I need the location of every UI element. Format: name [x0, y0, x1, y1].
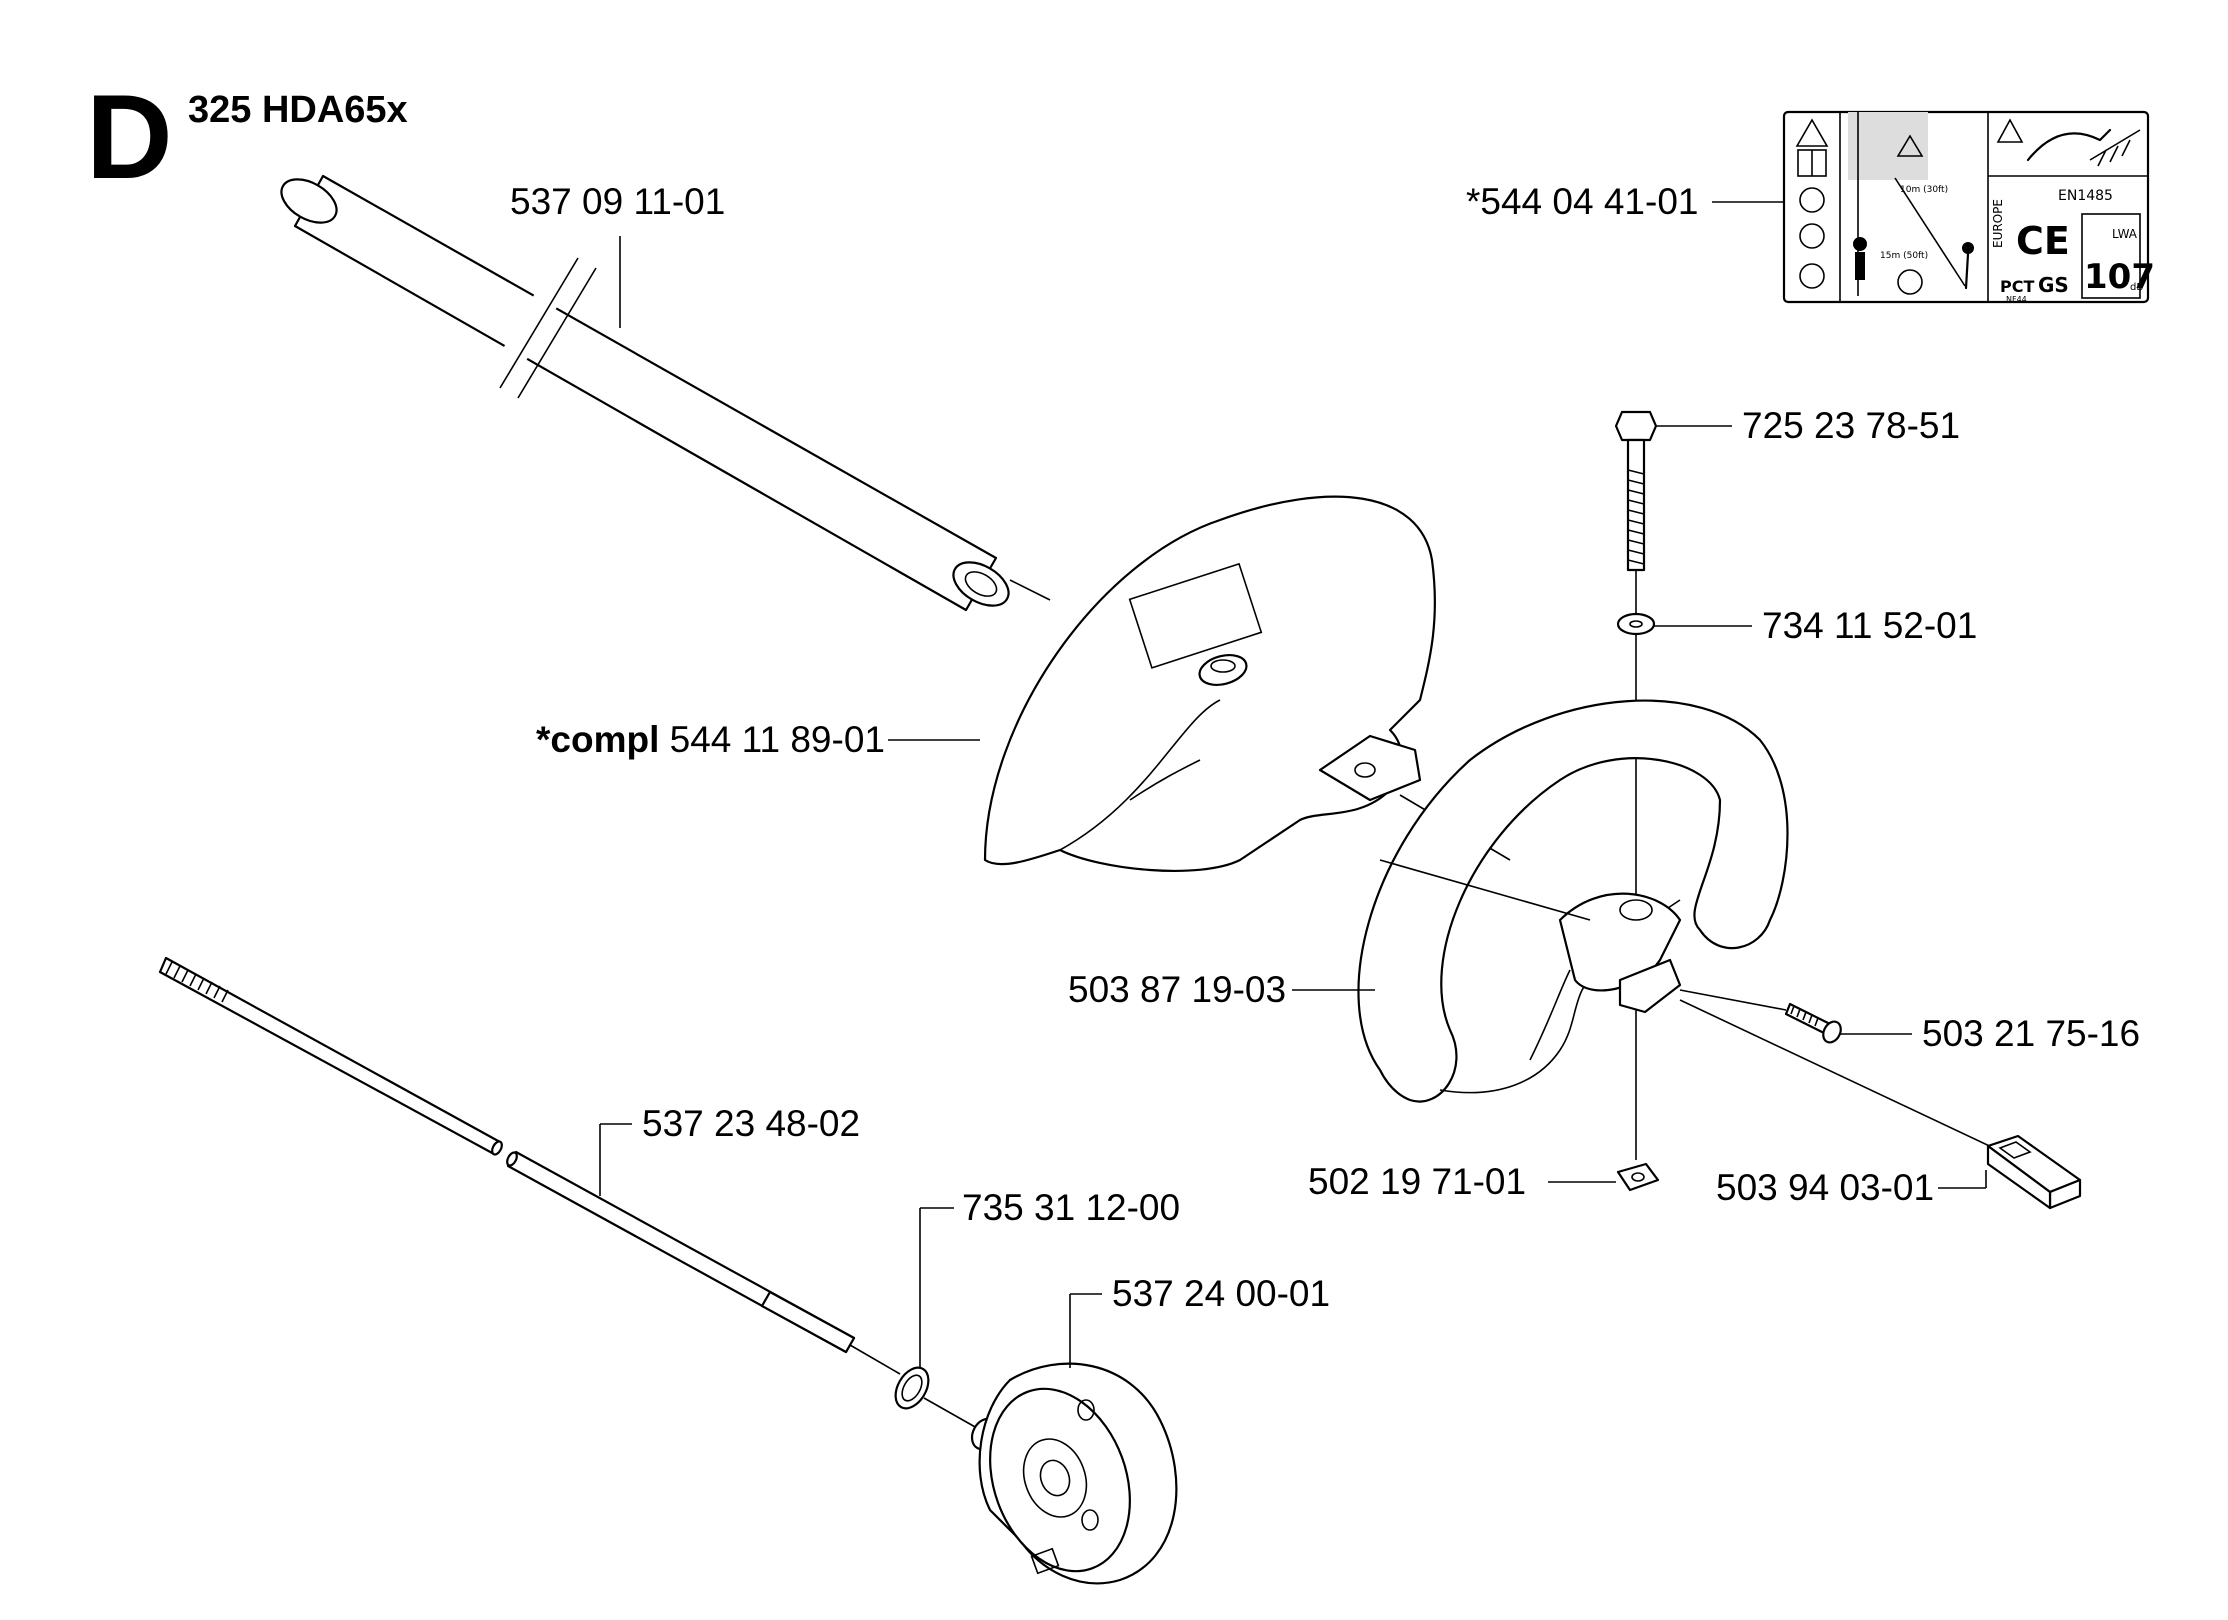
clip: [1679, 999, 2082, 1210]
svg-text:LWA: LWA: [2112, 227, 2138, 241]
svg-text:dB: dB: [2130, 282, 2143, 293]
washer-part-number: 734 11 52-01: [1762, 605, 1977, 646]
hand-icon: [2026, 128, 2112, 162]
svg-text:EN1485: EN1485: [2058, 188, 2113, 204]
o-ring-part-number: 735 31 12-00: [962, 1187, 1180, 1228]
drive-shaft-callout: 537 23 48-02: [599, 1103, 860, 1196]
person-icon: [1853, 237, 1867, 251]
clip-part-number: 503 94 03-01: [1716, 1167, 1934, 1208]
screw-callout: 503 21 75-16: [1840, 1013, 2140, 1054]
warning-triangle-icon: [1795, 118, 1829, 147]
svg-text:*compl 544 11 89-01: *compl 544 11 89-01: [536, 719, 885, 760]
drive-shaft-part-number: 537 23 48-02: [642, 1103, 860, 1144]
bolt-part-number: 725 23 78-51: [1742, 405, 1960, 446]
guard-callout: *compl 544 11 89-01: [536, 719, 980, 760]
o-ring-callout: 735 31 12-00: [919, 1187, 1180, 1368]
svg-text:EUROPE: EUROPE: [1991, 199, 2005, 248]
clutch-drum-part-number: 537 24 00-01: [1112, 1273, 1330, 1314]
electric-hazard-icon: [1896, 134, 1924, 157]
ce-mark: CE: [2016, 219, 2070, 263]
tube: [280, 174, 1051, 612]
bolt: [1614, 410, 1658, 1160]
decal-part-number: *544 04 41-01: [1466, 181, 1698, 222]
o-ring: [894, 1366, 985, 1433]
tube-callout: 537 09 11-01: [510, 181, 725, 328]
decal-callout: *544 04 41-01: [1466, 181, 1784, 222]
clutch-drum-callout: 537 24 00-01: [1069, 1273, 1330, 1368]
washer: [1616, 612, 1656, 636]
svg-text:NF44: NF44: [2006, 295, 2027, 304]
model-title: 325 HDA65x: [188, 89, 408, 131]
nut-part-number: 502 19 71-01: [1308, 1161, 1526, 1202]
no-person-icon: [1897, 269, 1923, 295]
washer-callout: 734 11 52-01: [1654, 605, 1977, 646]
sound-level: 107: [2084, 257, 2155, 297]
gs-mark: GS: [2038, 273, 2069, 297]
nut-callout: 502 19 71-01: [1308, 1161, 1616, 1202]
sheet-letter: D: [86, 70, 173, 204]
handle-callout: 503 87 19-03: [1068, 969, 1375, 1010]
bolt-callout: 725 23 78-51: [1656, 405, 1960, 446]
nut: [1616, 1162, 1660, 1192]
guard-prefix: *compl: [536, 719, 659, 760]
operator-icon: [1962, 242, 1974, 254]
gloves-icon: [1799, 263, 1825, 289]
tube-part-number: 537 09 11-01: [510, 181, 725, 222]
svg-text:10m (30ft): 10m (30ft): [1900, 185, 1948, 195]
screw-part-number: 503 21 75-16: [1922, 1013, 2140, 1054]
hand-warning-icon: [1996, 118, 2024, 143]
pct-mark: PCT: [2000, 277, 2034, 296]
clutch-drum: [970, 1362, 1178, 1585]
eye-protection-icon: [1799, 187, 1825, 213]
svg-text:15m (50ft): 15m (50ft): [1880, 251, 1928, 261]
screw: [1679, 989, 1842, 1044]
handle: [1357, 699, 1789, 1103]
clip-callout: 503 94 03-01: [1716, 1167, 1987, 1208]
warning-decal: 10m (30ft) 15m (50ft) EN1485 EUROPE CE G…: [1782, 110, 2155, 304]
handle-part-number: 503 87 19-03: [1068, 969, 1286, 1010]
guard-part-number: 544 11 89-01: [659, 719, 885, 760]
ear-protection-icon: [1799, 223, 1825, 249]
drive-shaft: [158, 956, 901, 1375]
guard: [983, 495, 1511, 872]
